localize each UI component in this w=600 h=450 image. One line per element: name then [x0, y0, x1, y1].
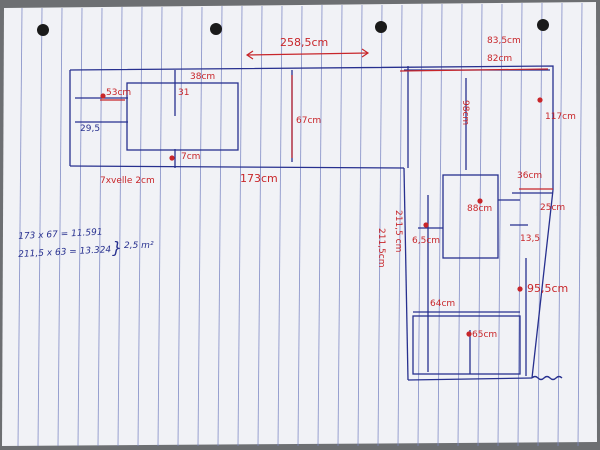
label-sink-width: 88cm — [467, 204, 493, 214]
calc-brace: } — [112, 238, 123, 257]
left-cutout — [126, 82, 239, 151]
label-right-side: 117cm — [545, 112, 576, 122]
label-right-edge: 25cm — [540, 203, 566, 213]
sink-cutout — [442, 174, 499, 259]
punch-holes — [37, 19, 549, 36]
label-lower-bottom: 65cm — [472, 330, 498, 340]
label-bottom-gap: 7cm — [181, 152, 201, 162]
label-lower-right: 95,5cm — [527, 282, 569, 295]
label-cutout-small: 31 — [178, 88, 190, 98]
lower-cutout — [412, 315, 521, 375]
label-right-offset: 13,5 — [520, 234, 541, 244]
label-cutout-top: 38cm — [190, 72, 216, 82]
calc-result: 2,5 m² — [124, 241, 154, 251]
label-top-length: 258,5cm — [280, 36, 329, 49]
label-right-top-width: 36cm — [517, 171, 543, 181]
paper — [2, 2, 597, 446]
label-bottom-length: 173cm — [240, 172, 278, 185]
red-arrows — [100, 48, 553, 337]
label-bottom-note: 7xvelle 2cm — [100, 176, 155, 186]
label-lower-width: 64cm — [430, 299, 456, 309]
label-depth: 67cm — [296, 116, 322, 126]
ruled-lines — [17, 2, 583, 447]
plan-outline — [69, 65, 554, 190]
label-vertical-left-a: 211,5 cm — [393, 210, 403, 253]
label-left-offset: 29,5 — [80, 124, 101, 134]
label-top-right-b: 82cm — [487, 54, 513, 64]
label-vertical-left-b: 211,5cm — [376, 228, 386, 268]
label-cutout-left: 53cm — [106, 88, 132, 98]
label-inner-right-vertical: 98cm — [460, 100, 470, 126]
label-sink-left: 6,5cm — [412, 236, 441, 246]
label-top-right-a: 83,5cm — [487, 36, 521, 46]
floor-plan — [69, 65, 563, 381]
